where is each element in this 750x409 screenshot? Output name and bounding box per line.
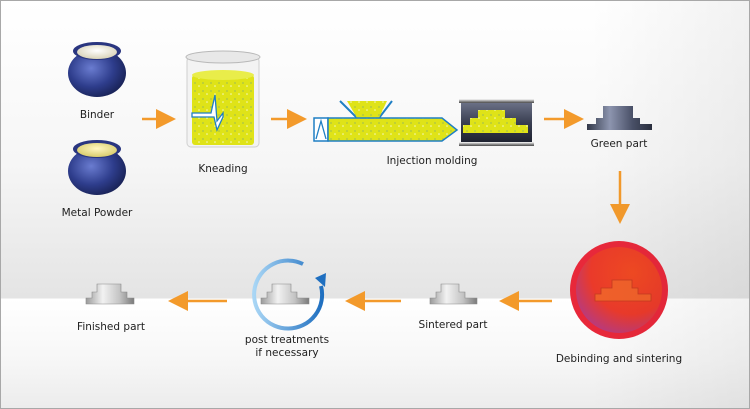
finished-part-icon bbox=[85, 283, 135, 305]
debinding-sintering-label: Debinding and sintering bbox=[555, 353, 683, 365]
green-part-icon bbox=[587, 106, 652, 130]
post-treatment-part-icon bbox=[260, 283, 310, 305]
kneading-label: Kneading bbox=[198, 163, 248, 175]
finished-part-label: Finished part bbox=[77, 321, 145, 333]
sintered-part-icon bbox=[429, 283, 478, 305]
green-part-label: Green part bbox=[590, 138, 648, 150]
binder-pot-icon bbox=[68, 42, 126, 97]
sintered-part-label: Sintered part bbox=[418, 319, 488, 331]
post-treatment-cycle-icon bbox=[252, 258, 326, 331]
post-treatments-label-line1: post treatments bbox=[244, 334, 330, 346]
injection-molding-label: Injection molding bbox=[386, 155, 478, 167]
post-treatments-label-line2: if necessary bbox=[255, 347, 319, 359]
furnace-icon bbox=[570, 241, 668, 339]
kneading-mixer-icon bbox=[185, 50, 261, 148]
metal-powder-label: Metal Powder bbox=[61, 207, 133, 219]
metal-powder-pot-icon bbox=[68, 140, 126, 195]
binder-label: Binder bbox=[79, 109, 115, 121]
injection-machine-icon bbox=[313, 99, 534, 146]
